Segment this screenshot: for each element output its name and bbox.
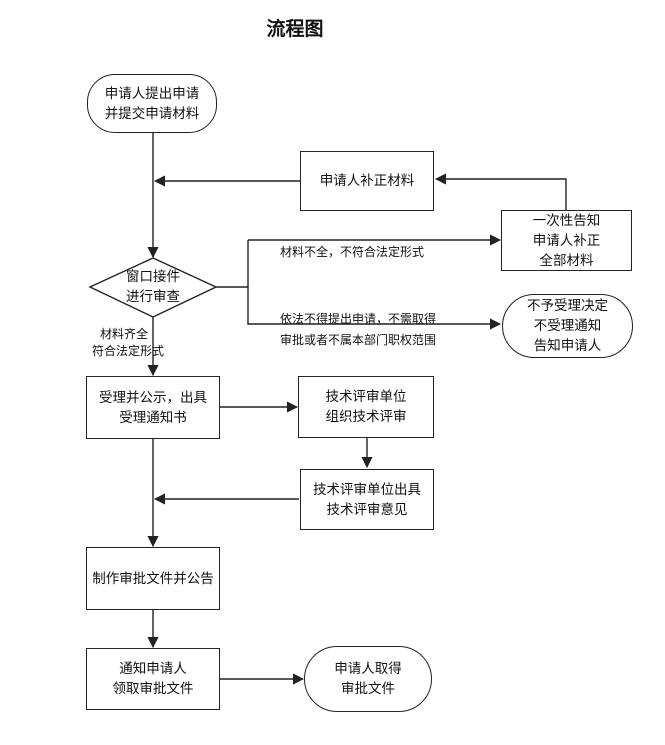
node-approval: 制作审批文件并公告 [86,547,220,610]
node-supplement: 申请人补正材料 [300,151,434,211]
page-title: 流程图 [266,18,324,40]
node-notify-once: 一次性告知申请人补正全部材料 [501,210,632,271]
node-accept: 受理并公示，出具受理通知书 [86,376,220,439]
node-not-accept: 不予受理决定不受理通知告知申请人 [502,294,633,358]
node-tech-opinion: 技术评审单位出具技术评审意见 [300,469,434,530]
node-notify-collect: 通知申请人领取审批文件 [86,648,220,710]
edge-label-incomplete: 材料不全，不符合法定形式 [280,245,425,259]
edge-label-complete: 材料齐全符合法定形式 [92,327,165,358]
decision-diamond [88,257,218,318]
node-window-review: 窗口接件进行审查 [126,269,180,305]
node-tech-review: 技术评审单位组织技术评审 [298,376,434,438]
node-start: 申请人提出申请并提交申请材料 [87,74,217,133]
edge-review-right-trunk [216,240,249,288]
node-end: 申请人取得审批文件 [304,646,432,712]
edge-review-to-reject [247,287,502,330]
edge-notify-to-supplement [434,173,567,210]
edge-label-reject: 依法不得提出申请，不需取得审批或者不属本部门职权范围 [280,312,437,347]
